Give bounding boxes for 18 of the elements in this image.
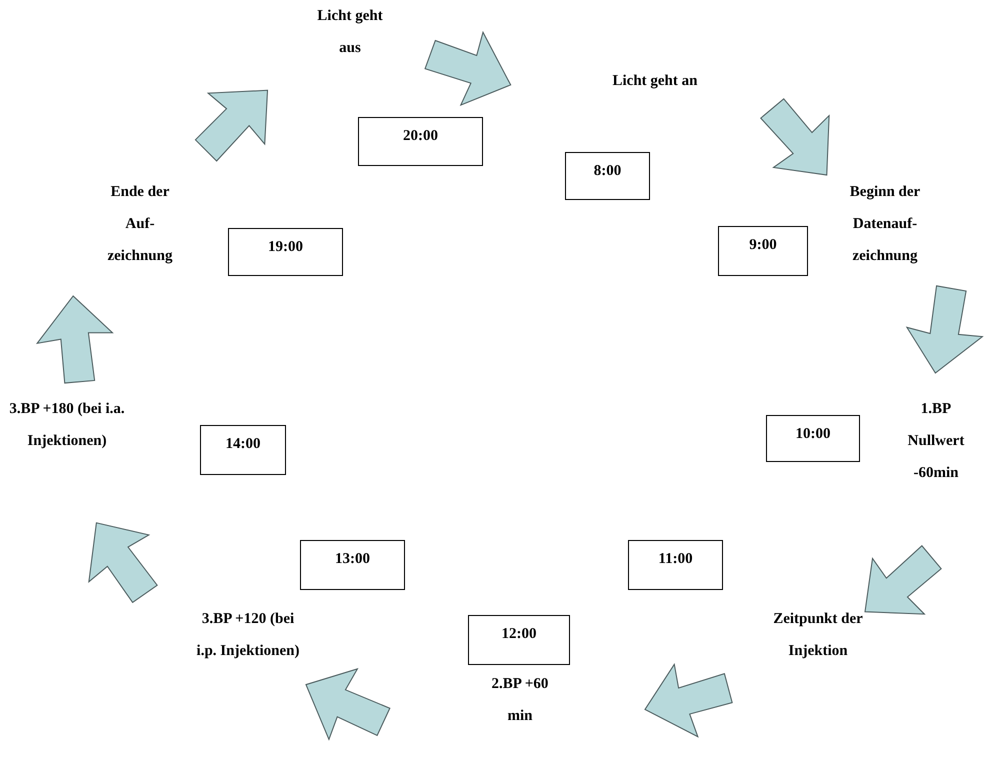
time-box: 11:00 <box>628 540 723 590</box>
time-box: 19:00 <box>228 228 343 276</box>
step-label: Zeitpunkt der Injektion <box>773 610 863 661</box>
step-label: 2.BP +60 min <box>490 675 550 726</box>
step-label: 3.BP +180 (bei i.a. Injektionen) <box>8 400 126 451</box>
time-box: 20:00 <box>358 117 483 166</box>
time-box: 14:00 <box>200 425 286 475</box>
step-label: 1.BP Nullwert -60min <box>906 400 966 483</box>
time-box: 13:00 <box>300 540 405 590</box>
step-label: Licht geht an <box>611 72 698 91</box>
step-label: Licht geht aus <box>316 7 384 58</box>
time-box: 12:00 <box>468 615 570 665</box>
time-box: 8:00 <box>565 152 650 200</box>
step-label: Ende der Auf- zeichnung <box>106 183 174 266</box>
time-box: 9:00 <box>718 226 808 276</box>
time-box: 10:00 <box>766 415 860 462</box>
step-label: Beginn der Datenauf- zeichnung <box>848 183 922 266</box>
step-label: 3.BP +120 (bei i.p. Injektionen) <box>196 610 300 661</box>
